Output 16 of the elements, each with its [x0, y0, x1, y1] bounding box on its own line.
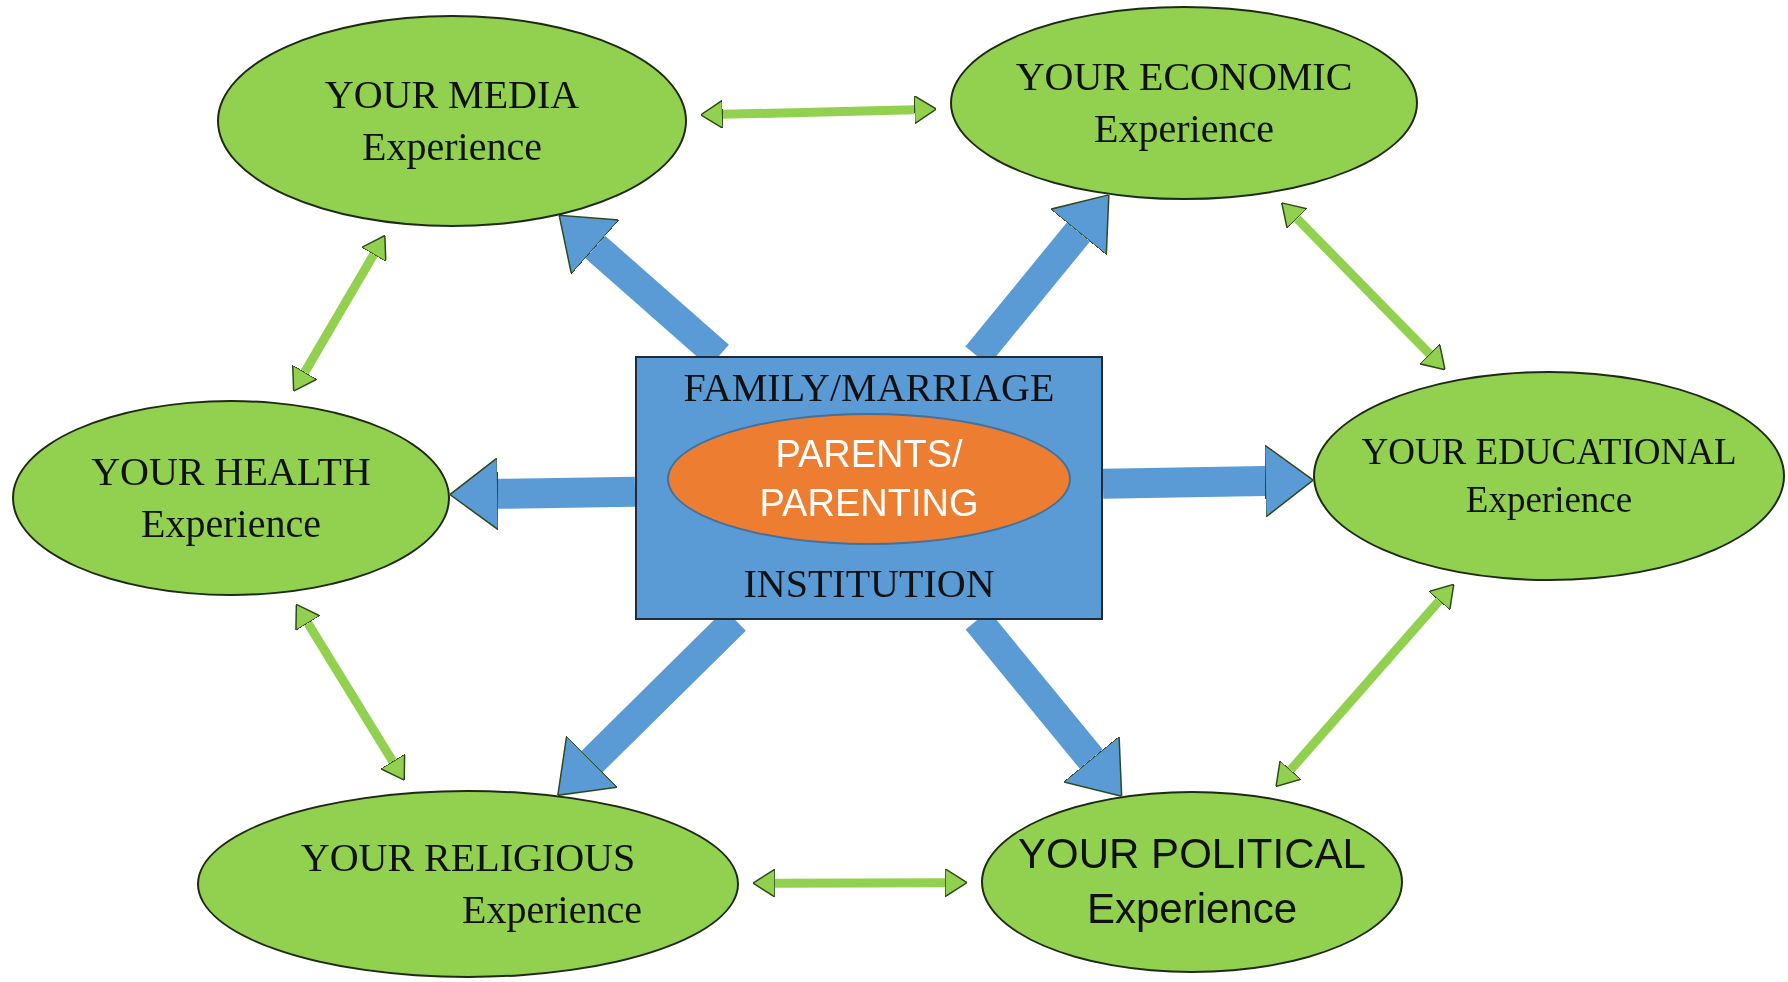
ellipse-label: Experience: [462, 886, 642, 934]
institution-box: [635, 356, 1103, 620]
ellipse-label: YOUR HEALTH: [91, 448, 371, 496]
ellipse-label: Experience: [1086, 884, 1298, 934]
ellipse-label: Experience: [1094, 105, 1274, 153]
box-label: FAMILY/MARRIAGE: [683, 364, 1055, 412]
ellipse-label: YOUR MEDIA: [324, 71, 580, 119]
ellipse-label: Experience: [362, 123, 542, 171]
ellipse-label: YOUR POLITICAL: [1018, 829, 1366, 880]
ellipse-label: PARENTS/ PARENTING: [758, 431, 980, 526]
ellipse-label: Experience: [141, 500, 321, 548]
ellipse-label: Experience: [1465, 478, 1633, 522]
ellipse-label: YOUR ECONOMIC: [1015, 53, 1353, 101]
box-label: INSTITUTION: [743, 560, 995, 608]
ellipse-label: YOUR EDUCATIONAL: [1361, 429, 1737, 474]
ellipse-label: YOUR RELIGIOUS: [300, 834, 636, 882]
